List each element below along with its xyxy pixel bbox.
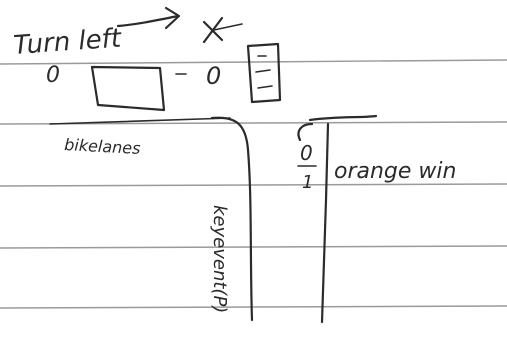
orange-label: orange win: [334, 159, 456, 184]
underline-stroke: [49, 117, 231, 125]
x-mark-icon: [202, 16, 243, 44]
bike-label: bikelanes: [64, 135, 141, 158]
rule-line: [0, 59, 507, 65]
bracket-hook: [297, 122, 314, 142]
rule-line: [0, 305, 507, 309]
rule-line: [0, 183, 507, 187]
rule-line: [0, 121, 507, 125]
vertical-label: keyevent(P): [209, 205, 230, 313]
rectangle-button-icon: [90, 65, 166, 112]
vertical-divider-line: [320, 122, 330, 324]
one-a-label: 1: [302, 172, 313, 193]
rule-line: [0, 245, 507, 249]
right-arrow-icon: [116, 6, 181, 30]
turn-label: Turn left: [12, 23, 122, 60]
vertical-divider-curve: [210, 116, 254, 322]
bracket-top-line: [308, 114, 378, 122]
zero-right-label: 0: [206, 62, 221, 90]
keypad-icon: [246, 42, 282, 104]
zero-left-label: 0: [46, 63, 60, 88]
zero-a-label: 0: [300, 141, 313, 165]
ruled-lines: [0, 59, 507, 309]
